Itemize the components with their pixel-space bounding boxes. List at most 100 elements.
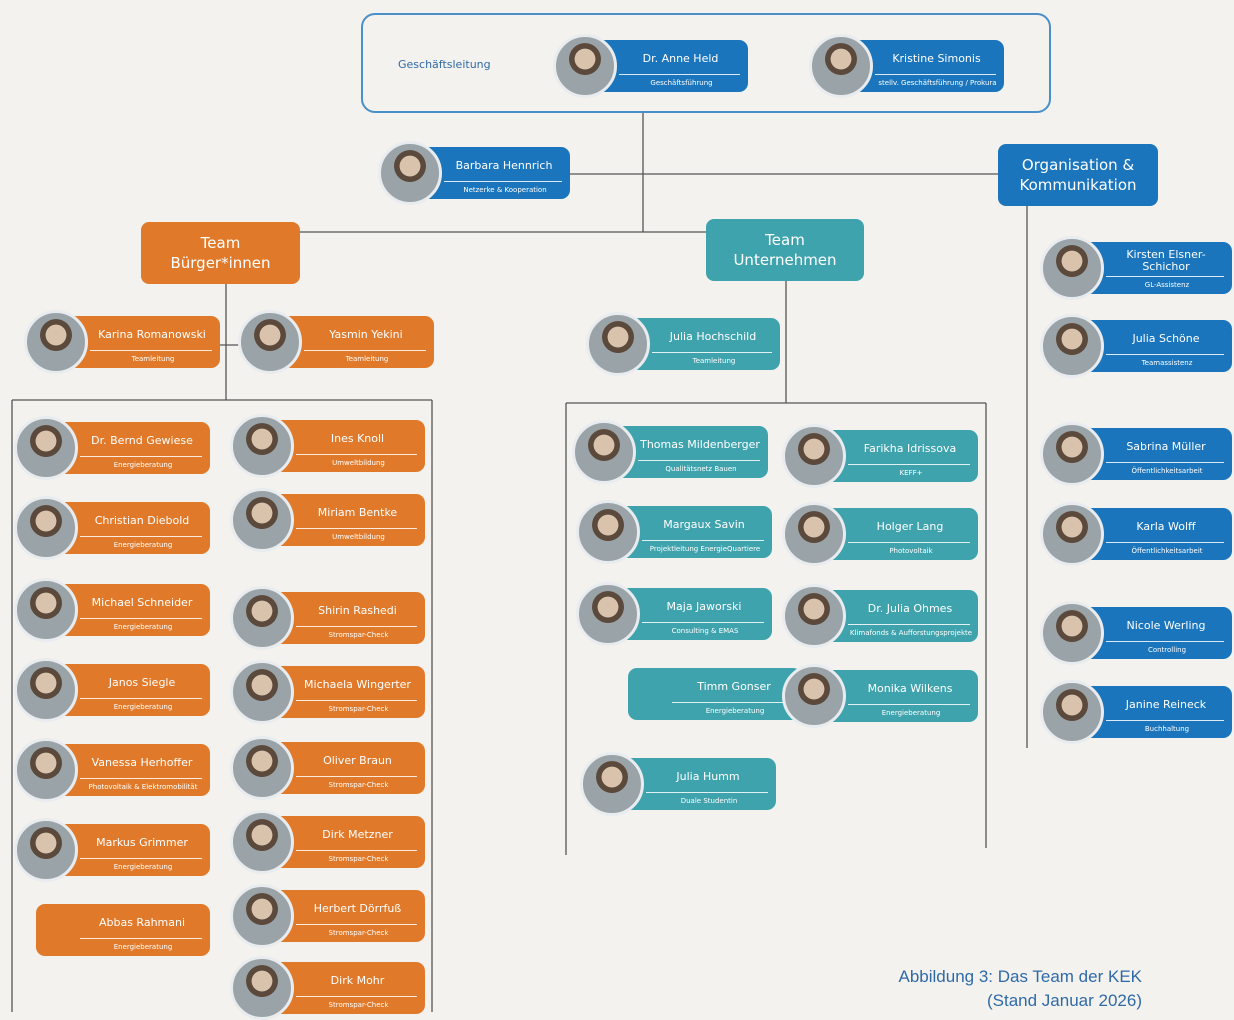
person-role: Teamassistenz — [1141, 359, 1193, 367]
person-name: Dr. Bernd Gewiese — [91, 434, 193, 447]
card-divider — [1106, 276, 1224, 277]
geschaeftsleitung-label: Geschäftsleitung — [398, 58, 491, 71]
card-divider — [90, 350, 212, 351]
person-name: Janos Siegle — [108, 676, 176, 689]
person-name: Markus Grimmer — [96, 836, 188, 849]
portrait-photo — [14, 898, 78, 962]
portrait-photo — [230, 586, 294, 650]
person-name: Yasmin Yekini — [329, 328, 403, 341]
geschaeftsleitung-frame — [361, 13, 1051, 113]
person-name: Thomas Mildenberger — [640, 438, 760, 451]
card-divider — [1106, 720, 1224, 721]
card-divider — [652, 352, 772, 353]
person-role: Energieberatung — [113, 461, 173, 469]
person-name: Barbara Hennrich — [455, 159, 553, 172]
person-role: GL-Assistenz — [1144, 281, 1190, 289]
portrait-photo — [576, 500, 640, 564]
portrait-photo — [230, 736, 294, 800]
card-divider — [444, 181, 562, 182]
portrait-photo — [1040, 601, 1104, 665]
card-divider — [80, 618, 202, 619]
portrait-photo — [586, 312, 650, 376]
person-name: Michael Schneider — [91, 596, 193, 609]
card-divider — [296, 776, 417, 777]
card-divider — [296, 850, 417, 851]
card-divider — [296, 626, 417, 627]
person-role: stellv. Geschäftsführung / Prokura — [878, 79, 997, 87]
portrait-photo — [230, 414, 294, 478]
portrait-photo — [24, 310, 88, 374]
person-role: Energieberatung — [113, 541, 173, 549]
card-divider — [296, 996, 417, 997]
person-name: Dirk Mohr — [330, 974, 385, 987]
portrait-photo — [576, 582, 640, 646]
portrait-photo — [809, 34, 873, 98]
person-role: Stromspar-Check — [328, 1001, 389, 1009]
person-name: Kirsten Elsner-Schichor — [1126, 248, 1206, 273]
person-role: Umweltbildung — [332, 459, 385, 467]
person-role: Qualitätsnetz Bauen — [665, 465, 737, 473]
person-name: Vanessa Herhoffer — [91, 756, 193, 769]
portrait-photo — [378, 141, 442, 205]
person-name: Shirin Rashedi — [318, 604, 397, 617]
person-name: Sabrina Müller — [1126, 440, 1206, 453]
card-divider — [642, 622, 764, 623]
person-name: Oliver Braun — [323, 754, 392, 767]
person-name: Dirk Metzner — [322, 828, 393, 841]
portrait-photo — [1040, 502, 1104, 566]
person-name: Herbert Dörrfuß — [313, 902, 402, 915]
card-divider — [848, 464, 970, 465]
person-role: Photovoltaik — [889, 547, 933, 555]
person-role: Buchhaltung — [1144, 725, 1190, 733]
portrait-photo — [14, 818, 78, 882]
portrait-photo — [14, 416, 78, 480]
portrait-photo — [553, 34, 617, 98]
person-name: Ines Knoll — [330, 432, 385, 445]
person-role: Energieberatung — [113, 703, 173, 711]
portrait-photo — [1040, 680, 1104, 744]
figure-caption: Abbildung 3: Das Team der KEK (Stand Jan… — [898, 967, 1143, 1010]
person-name: Julia Humm — [676, 770, 740, 783]
person-name: Timm Gonser — [697, 680, 771, 693]
portrait-photo — [230, 660, 294, 724]
unit-team-buerger: Team Bürger*innen — [141, 222, 300, 284]
person-name: Michaela Wingerter — [304, 678, 411, 691]
card-divider — [1106, 542, 1224, 543]
card-divider — [638, 460, 760, 461]
person-role: Stromspar-Check — [328, 705, 389, 713]
card-divider — [296, 924, 417, 925]
person-name: Dr. Anne Held — [642, 52, 719, 65]
person-role: Stromspar-Check — [328, 929, 389, 937]
portrait-photo — [14, 658, 78, 722]
unit-team-unternehmen: Team Unternehmen — [706, 219, 864, 281]
card-divider — [296, 528, 417, 529]
person-name: Maja Jaworski — [666, 600, 742, 613]
person-role: Stromspar-Check — [328, 855, 389, 863]
card-divider — [848, 624, 970, 625]
unit-organisation: Organisation & Kommunikation — [998, 144, 1158, 206]
person-role: Stromspar-Check — [328, 781, 389, 789]
portrait-photo — [238, 310, 302, 374]
person-name: Karla Wolff — [1136, 520, 1196, 533]
portrait-photo — [230, 884, 294, 948]
person-role: Geschäftsführung — [650, 79, 713, 87]
person-role: Energieberatung — [705, 707, 765, 715]
